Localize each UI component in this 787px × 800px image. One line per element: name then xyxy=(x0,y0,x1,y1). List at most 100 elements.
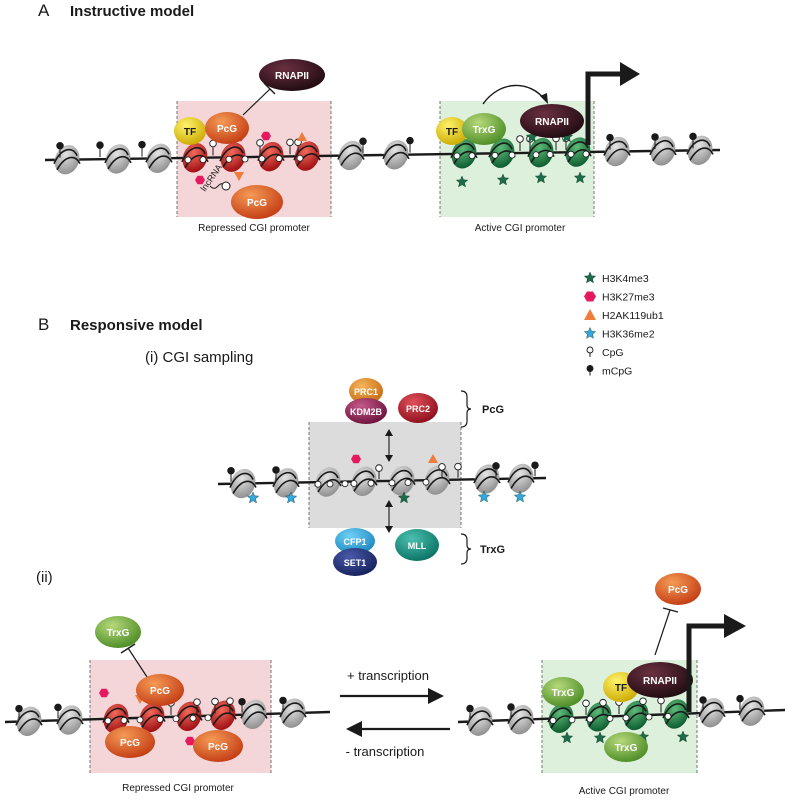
grey-nucleosome xyxy=(279,698,307,728)
cpg-marker xyxy=(211,697,219,714)
h3k4me3-mark xyxy=(573,171,587,184)
grey-nucleosome xyxy=(382,140,410,170)
legend-item: H3K4me3 xyxy=(583,271,649,285)
marks-a xyxy=(56,130,697,188)
legend-item: H3K27me3 xyxy=(584,291,655,304)
trxg-protein xyxy=(542,677,584,707)
set1-label: SET1 xyxy=(344,558,367,568)
h3k27me3-mark xyxy=(99,688,109,698)
legend-label: H3K36me2 xyxy=(602,329,655,341)
rnapii-label: RNAPII xyxy=(535,117,569,128)
rnapii-protein xyxy=(520,104,584,138)
inhibition-line xyxy=(242,88,271,116)
nucleosomes-a xyxy=(53,135,714,175)
grey-nucleosome xyxy=(229,468,257,499)
mcpg-marker xyxy=(279,696,287,712)
h2ak119ub1-mark xyxy=(428,454,438,463)
mcpg-marker xyxy=(138,140,146,157)
minus-transcription-label: - transcription xyxy=(346,744,425,759)
trxg-brace xyxy=(460,533,472,565)
cpg-legend-symbol xyxy=(586,346,594,354)
rnapii-protein xyxy=(627,662,693,698)
mcpg-marker xyxy=(56,142,64,158)
green-nucleosome xyxy=(585,702,613,732)
h2ak119ub1-legend-symbol xyxy=(584,309,596,320)
tf-protein xyxy=(174,117,206,145)
trxg-label: TrxG xyxy=(552,688,575,699)
cpg-dot xyxy=(367,479,375,487)
kdm2b-label: KDM2B xyxy=(350,407,383,417)
cpg-dot xyxy=(350,480,358,487)
pcg-label: PcG xyxy=(217,124,237,135)
cpg-dot xyxy=(645,713,653,721)
h3k36me2-legend-symbol xyxy=(583,326,597,339)
cpg-dot xyxy=(204,714,212,722)
tf-label: TF xyxy=(615,683,627,694)
h2ak119ub1-mark xyxy=(234,172,244,181)
active-cgi-label-b: Active CGI promoter xyxy=(579,786,670,797)
mcpg-marker xyxy=(272,466,280,481)
grey-nucleosome xyxy=(686,135,714,165)
cfp1-label: CFP1 xyxy=(343,537,366,547)
cpg-dot xyxy=(172,715,180,723)
cpg-dot xyxy=(568,716,576,724)
legend-label: H3K27me3 xyxy=(602,292,655,304)
red-nucleosome xyxy=(175,701,203,732)
h2ak119ub1-mark xyxy=(297,132,307,141)
cpg-dot xyxy=(422,478,430,486)
trxg-group-label: TrxG xyxy=(480,544,505,556)
cpg-dot xyxy=(225,155,233,163)
trxg-protein xyxy=(95,616,141,648)
mcpg-marker xyxy=(606,133,614,150)
cpg-marker xyxy=(639,697,647,714)
mll-label: MLL xyxy=(408,541,427,551)
green-nucleosome xyxy=(547,703,575,733)
pcg-label: PcG xyxy=(120,738,140,749)
tf-label: TF xyxy=(446,127,458,138)
red-nucleosome xyxy=(102,703,130,734)
panel-a-letter: A xyxy=(38,1,50,20)
h3k36me2-mark xyxy=(284,491,298,504)
red-nucleosome xyxy=(209,700,237,730)
prc1-protein xyxy=(349,378,383,404)
cpg-dot xyxy=(241,155,249,163)
cpg-marker xyxy=(599,698,607,715)
cpg-marker xyxy=(438,463,446,478)
grey-nucleosome xyxy=(698,697,726,728)
legend-label: H3K4me3 xyxy=(602,273,649,285)
cpg-dot xyxy=(546,151,554,158)
mcpg-marker xyxy=(689,132,697,149)
pcg-brace xyxy=(460,390,472,428)
inhibition-line xyxy=(654,609,671,656)
prc2-label: PRC2 xyxy=(406,404,430,414)
cpg-dot xyxy=(326,480,334,488)
cpg-dot xyxy=(453,152,461,160)
grey-nucleosome xyxy=(53,144,81,175)
cpg-dot xyxy=(567,150,575,158)
h3k4me3-mark xyxy=(534,171,548,184)
cpg-marker xyxy=(256,139,264,155)
grey-nucleosome xyxy=(649,136,677,166)
repressed-cgi-label-b: Repressed CGI promoter xyxy=(122,783,234,794)
pcg-protein xyxy=(205,112,249,144)
h3k27me3-mark xyxy=(195,175,205,185)
grey-nucleosome xyxy=(466,706,494,736)
marks-bi xyxy=(227,454,539,504)
pcg-label: PcG xyxy=(150,686,170,697)
mcpg-marker xyxy=(507,703,515,719)
tss-arrow xyxy=(686,623,728,712)
prc2-protein xyxy=(398,393,438,423)
cpg-dot xyxy=(189,714,197,722)
h3k4me3-mark xyxy=(397,491,411,504)
grey-nucleosome xyxy=(337,140,365,171)
cpg-dot xyxy=(314,480,322,488)
green-nucleosome xyxy=(662,699,690,729)
cpg-dot xyxy=(582,150,590,158)
pcg-protein xyxy=(136,674,184,706)
mcpg-marker xyxy=(54,703,62,719)
cpg-dot xyxy=(664,712,672,720)
subpanel-i-label: (i) CGI sampling xyxy=(145,349,253,366)
subpanel-ii-label: (ii) xyxy=(36,569,53,586)
grey-nucleosome xyxy=(388,465,416,496)
mcpg-marker xyxy=(531,461,539,477)
